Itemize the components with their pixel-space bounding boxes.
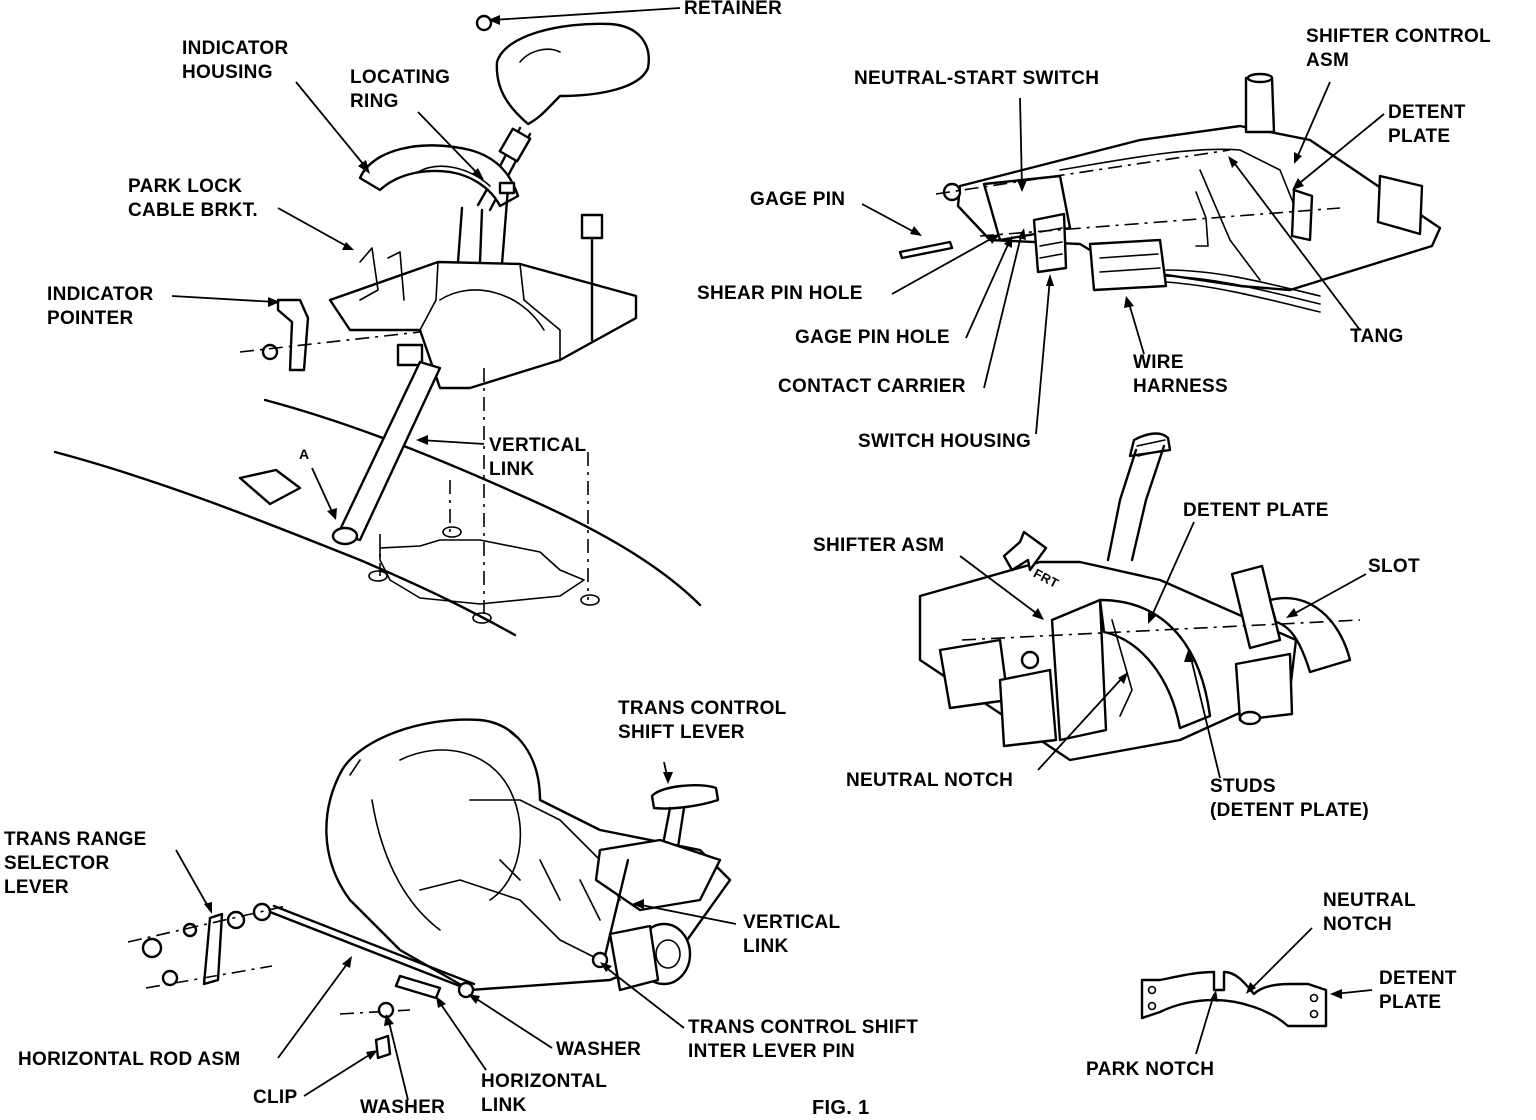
label-point-a: A — [299, 446, 310, 462]
label-park-notch: PARK NOTCH — [1086, 1059, 1215, 1080]
label-switch-housing: SWITCH HOUSING — [858, 431, 1032, 452]
label-wire-harness: WIRE HARNESS — [1133, 352, 1229, 397]
label-retainer: RETAINER — [684, 0, 783, 19]
neutral-start-switch-view — [898, 72, 1442, 313]
label-clip: CLIP — [253, 1087, 298, 1108]
leaders-bottom-right — [1195, 927, 1373, 1055]
label-gage-pin-hole: GAGE PIN HOLE — [795, 327, 950, 348]
label-trans-range-selector-lever: TRANS RANGE SELECTOR LEVER — [4, 829, 147, 898]
clip — [374, 1034, 392, 1060]
label-vertical-link-bottom: VERTICAL LINK — [743, 912, 841, 957]
transmission-view — [127, 718, 732, 1060]
label-locating-ring: LOCATING RING — [350, 67, 451, 112]
label-detent-plate-bottom: DETENT PLATE — [1379, 968, 1457, 1013]
leaders-bottom-left — [175, 761, 737, 1101]
label-shifter-asm: SHIFTER ASM — [813, 535, 945, 556]
label-park-lock-cable-brkt: PARK LOCK CABLE BRKT. — [128, 176, 258, 221]
transmission-case — [325, 718, 732, 992]
label-studs-detent-plate: STUDS (DETENT PLATE) — [1210, 776, 1370, 821]
shifter-asm-detail-view — [918, 432, 1361, 762]
label-shear-pin-hole: SHEAR PIN HOLE — [697, 283, 863, 304]
vertical-link — [336, 360, 442, 542]
label-slot: SLOT — [1368, 556, 1420, 577]
label-horizontal-rod-asm: HORIZONTAL ROD ASM — [18, 1049, 241, 1070]
label-washer-right: WASHER — [556, 1039, 642, 1060]
label-contact-carrier: CONTACT CARRIER — [778, 376, 966, 397]
label-neutral-notch-mid: NEUTRAL NOTCH — [846, 770, 1014, 791]
label-tang: TANG — [1350, 326, 1404, 347]
label-shifter-control-asm: SHIFTER CONTROL ASM — [1306, 26, 1491, 71]
trans-control-shift-lever — [650, 783, 720, 810]
leaders-middle-right — [959, 521, 1367, 779]
front-arrow — [1002, 530, 1048, 572]
label-horizontal-link: HORIZONTAL LINK — [481, 1071, 608, 1116]
label-neutral-notch-bottom: NEUTRAL NOTCH — [1323, 890, 1416, 935]
leaders-top-right — [861, 81, 1385, 435]
label-trans-control-shift-lever: TRANS CONTROL SHIFT LEVER — [618, 698, 787, 743]
horizontal-rod-asm — [268, 904, 476, 992]
shifter-exploded-view — [53, 14, 702, 637]
label-vertical-link-top: VERTICAL LINK — [489, 435, 587, 480]
label-washer-bottom: WASHER — [360, 1097, 446, 1118]
label-indicator-housing: INDICATOR HOUSING — [182, 38, 289, 83]
label-neutral-start-switch: NEUTRAL-START SWITCH — [854, 68, 1100, 89]
leaders-top-left — [171, 7, 681, 520]
label-detent-plate-top: DETENT PLATE — [1388, 102, 1466, 147]
switch-housing — [1032, 212, 1068, 274]
label-trans-control-shift-inter-lever-pin: TRANS CONTROL SHIFT INTER LEVER PIN — [688, 1017, 919, 1062]
indicator-pointer — [276, 298, 310, 372]
shift-knob — [495, 22, 650, 126]
label-detent-plate-mid: DETENT PLATE — [1183, 500, 1329, 521]
detent-plate-outline — [1140, 970, 1328, 1028]
figure-caption: FIG. 1 — [812, 1097, 870, 1119]
indicator-housing — [358, 144, 520, 208]
retainer-clip — [475, 14, 493, 32]
label-gage-pin: GAGE PIN — [750, 189, 846, 210]
gage-pin — [898, 240, 954, 260]
detent-plate-detail-view — [1140, 970, 1328, 1028]
wire-harness-connector — [1088, 238, 1168, 292]
label-indicator-pointer: INDICATOR POINTER — [47, 284, 154, 329]
trans-range-selector-lever — [202, 912, 224, 986]
